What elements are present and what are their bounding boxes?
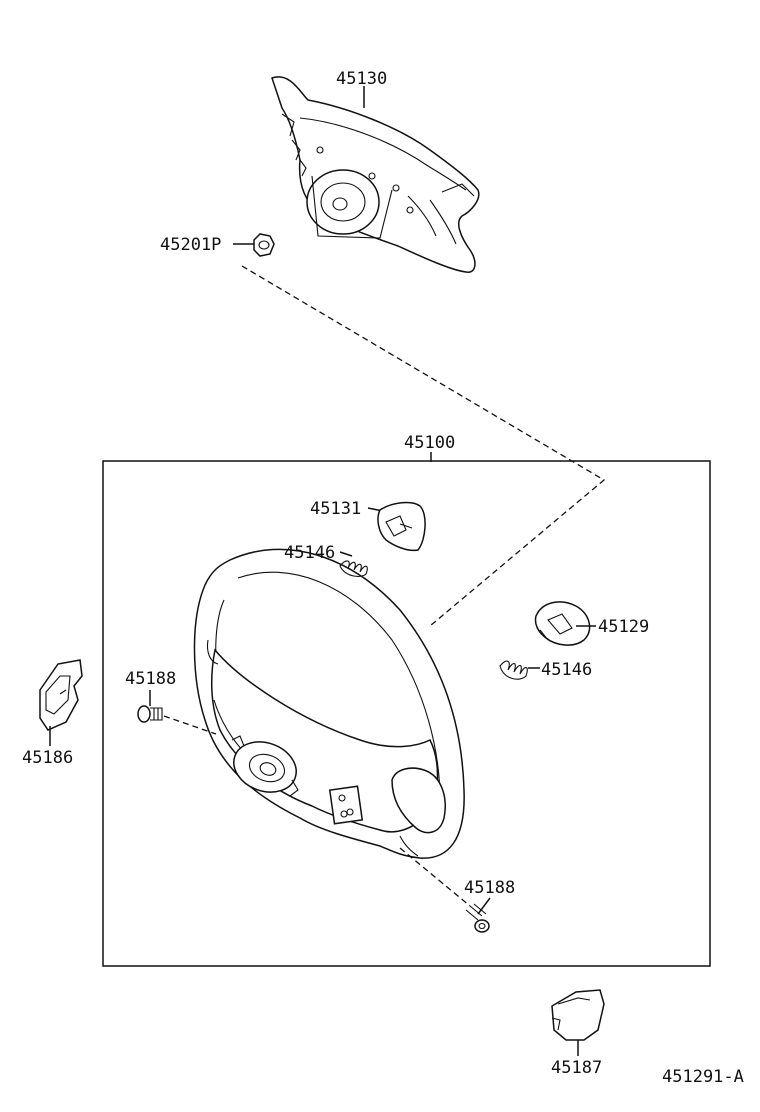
label-45146-right: 45146 bbox=[541, 660, 592, 680]
label-45188-bottom: 45188 bbox=[464, 878, 515, 898]
label-45201P: 45201P bbox=[160, 235, 221, 255]
label-45186: 45186 bbox=[22, 748, 73, 768]
spring-right-icon bbox=[499, 660, 528, 680]
airbag-pad-drawing bbox=[271, 76, 480, 273]
label-45146-left: 45146 bbox=[284, 543, 335, 563]
cover-bottom-drawing bbox=[551, 989, 605, 1041]
cover-left-drawing bbox=[39, 659, 83, 731]
label-45100: 45100 bbox=[404, 433, 455, 453]
horn-button-upper-drawing bbox=[377, 501, 426, 552]
label-45188-left: 45188 bbox=[125, 669, 176, 689]
steering-wheel-drawing bbox=[193, 548, 465, 859]
screw-left-icon bbox=[137, 705, 163, 723]
label-45131: 45131 bbox=[310, 499, 361, 519]
label-45130: 45130 bbox=[336, 69, 387, 89]
screw-bottom-dashed-leader bbox=[399, 847, 471, 907]
label-45187: 45187 bbox=[551, 1058, 602, 1078]
screw-bottom-icon bbox=[465, 903, 490, 933]
label-45129: 45129 bbox=[598, 617, 649, 637]
diagram-id: 451291-A bbox=[662, 1067, 744, 1087]
spring-left-icon bbox=[339, 560, 368, 577]
screw-left-dashed-leader bbox=[163, 715, 217, 735]
assembly-box bbox=[102, 460, 711, 967]
horn-button-right-drawing bbox=[534, 601, 591, 646]
nut-icon bbox=[253, 233, 275, 257]
nut-dashed-leader bbox=[241, 265, 606, 627]
